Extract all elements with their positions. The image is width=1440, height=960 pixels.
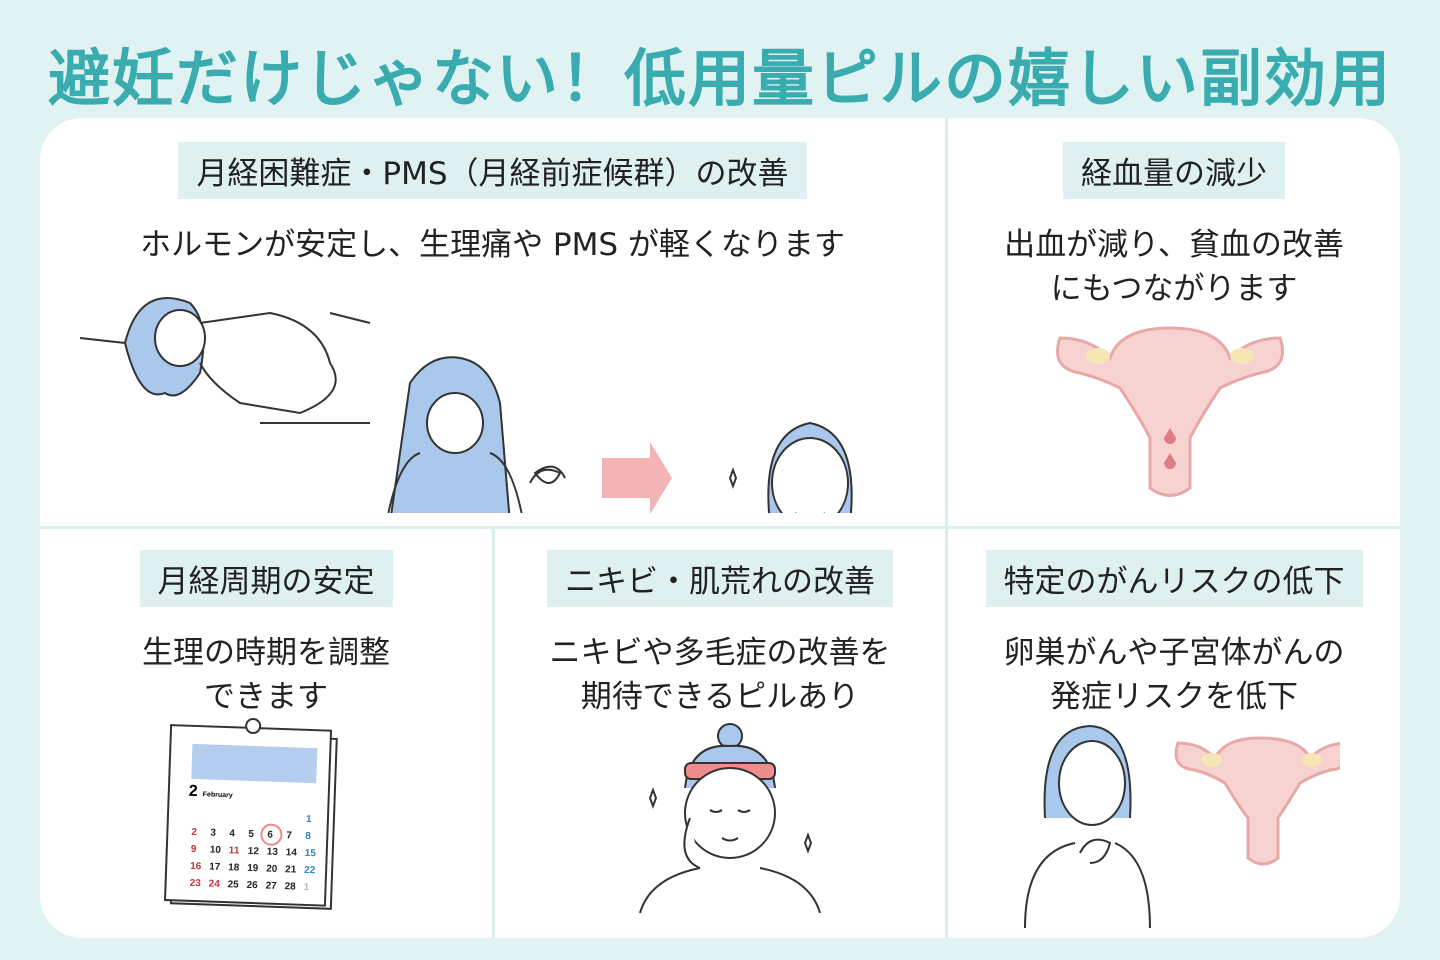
desc-line: 卵巣がんや子宮体がんの (1003, 635, 1345, 671)
pms-illustration (80, 297, 853, 513)
calendar-day: 1 (306, 814, 312, 825)
calendar-day: 23 (189, 878, 201, 889)
section-pms: 月経困難症・PMS（月経前症候群）の改善 ホルモンが安定し、生理痛や PMS が… (40, 142, 945, 267)
calendar-day: 25 (227, 879, 239, 890)
desc-line: ニキビや多毛症の改善を (549, 635, 891, 671)
uterus-icon (1174, 736, 1340, 866)
skincare-woman-icon (639, 723, 821, 914)
section-acne: ニキビ・肌荒れの改善 ニキビや多毛症の改善を 期待できるピルあり (495, 550, 945, 719)
calendar-day: 17 (209, 862, 221, 873)
arrow-right-icon (602, 442, 672, 513)
happy-woman-icon (728, 421, 853, 513)
calendar-day: 11 (229, 845, 240, 856)
section-label: 月経困難症・PMS（月経前症候群）の改善 (178, 142, 807, 199)
section-desc: 卵巣がんや子宮体がんの 発症リスクを低下 (948, 631, 1400, 719)
calendar-day: 13 (267, 847, 279, 858)
calendar-day: 18 (228, 862, 240, 873)
section-desc: 生理の時期を調整 できます (40, 631, 492, 719)
calendar-day: 20 (266, 864, 278, 875)
desc-line: にもつながります (1050, 271, 1298, 307)
calendar-month-number: 2 (189, 783, 199, 800)
benefits-card: 月経困難症・PMS（月経前症候群）の改善 ホルモンが安定し、生理痛や PMS が… (40, 118, 1400, 938)
calendar-day: 7 (286, 830, 292, 841)
calendar-day: 6 (267, 830, 273, 841)
calendar-day: 14 (286, 847, 298, 858)
section-desc: ニキビや多毛症の改善を 期待できるピルあり (495, 631, 945, 719)
section-label: 月経周期の安定 (139, 550, 393, 607)
page-title: 避妊だけじゃない！低用量ピルの嬉しい副効用 (47, 42, 1392, 115)
section-label: 特定のがんリスクの低下 (985, 550, 1363, 607)
headache-woman-icon (387, 356, 566, 513)
lying-woman-icon (80, 297, 371, 424)
desc-line: 生理の時期を調整 (142, 635, 390, 671)
calendar-day: 16 (190, 861, 202, 872)
calendar-month-name: February (203, 791, 233, 799)
divider (492, 528, 495, 938)
divider (945, 528, 948, 938)
calendar-day: 10 (210, 845, 222, 856)
calendar-day: 19 (247, 863, 259, 874)
calendar-day: 24 (208, 879, 220, 890)
calendar-day: 26 (246, 880, 258, 891)
section-label: 経血量の減少 (1063, 142, 1285, 199)
calendar-day: 8 (305, 831, 311, 842)
calendar-day: 9 (191, 844, 197, 855)
desc-line: 期待できるピルあり (580, 679, 860, 715)
section-desc: ホルモンが安定し、生理痛や PMS が軽くなります (140, 227, 845, 263)
calendar-day: 2 (191, 827, 197, 838)
thinking-woman-icon (1024, 724, 1340, 928)
desc-line: 発症リスクを低下 (1050, 679, 1298, 715)
calendar-day: 15 (305, 848, 317, 859)
section-menstrual-flow: 経血量の減少 出血が減り、貧血の改善 にもつながります (948, 142, 1400, 311)
desc-line: できます (204, 679, 328, 715)
calendar-day: 12 (248, 846, 260, 857)
calendar-day: 22 (304, 865, 316, 876)
section-cancer-risk: 特定のがんリスクの低下 卵巣がんや子宮体がんの 発症リスクを低下 (948, 550, 1400, 719)
calendar-day: 28 (284, 881, 296, 892)
calendar-day: 27 (265, 881, 277, 892)
desc-line: 出血が減り、貧血の改善 (1004, 227, 1344, 263)
calendar-day: 5 (248, 829, 254, 840)
calendar-day: 21 (285, 864, 297, 875)
uterus-icon (1056, 326, 1284, 497)
divider (40, 526, 1400, 529)
divider (945, 118, 948, 528)
calendar-day: 1 (303, 882, 309, 893)
section-cycle: 月経周期の安定 生理の時期を調整 できます (40, 550, 492, 719)
section-label: ニキビ・肌荒れの改善 (547, 550, 893, 607)
calendar-day: 3 (210, 828, 216, 839)
section-desc: 出血が減り、貧血の改善 にもつながります (948, 223, 1400, 311)
calendar-day: 4 (229, 828, 235, 839)
